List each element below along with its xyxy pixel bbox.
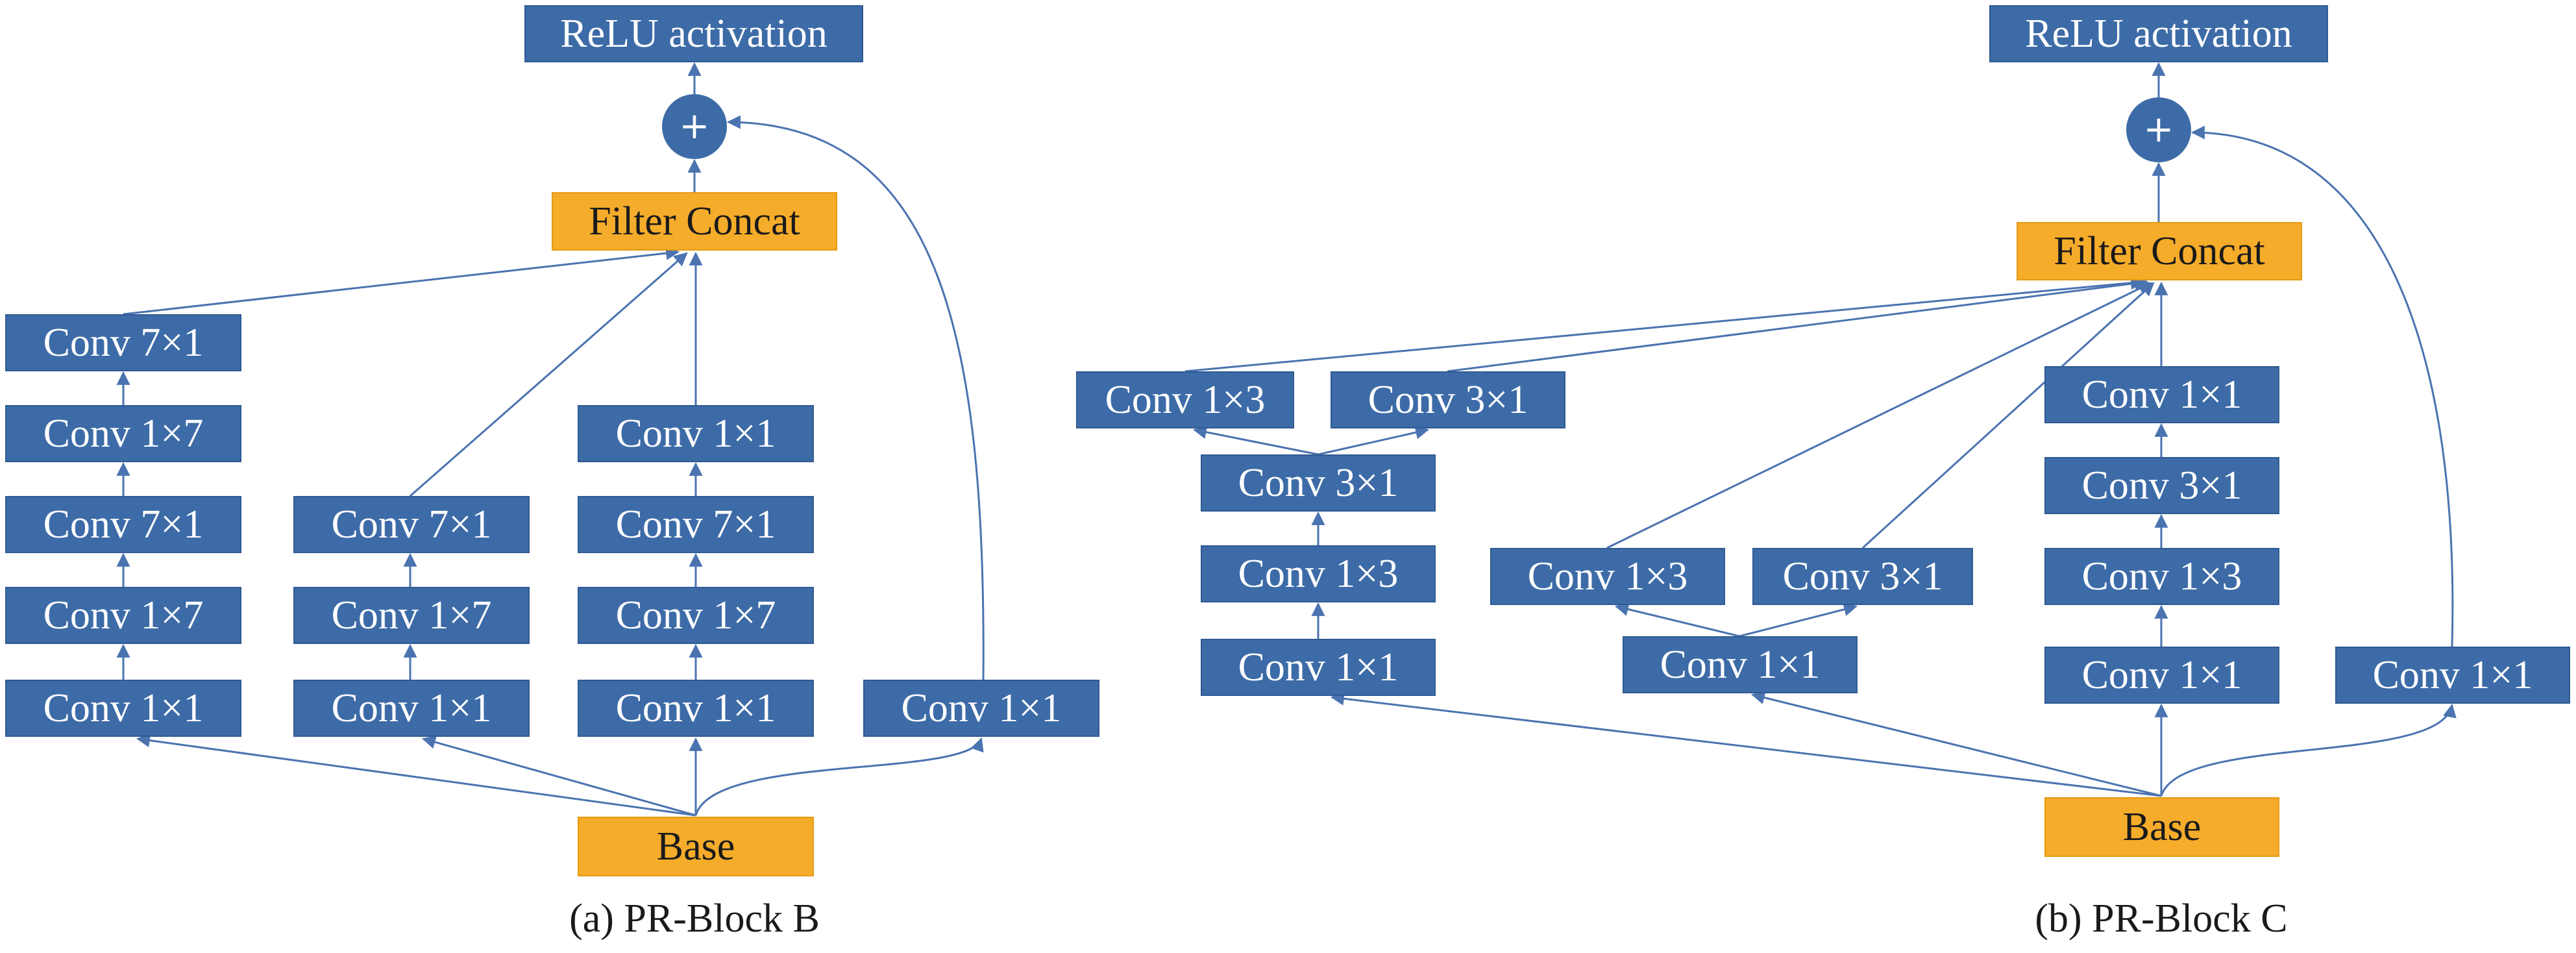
c-branch1-split-right-arrow — [1318, 425, 1430, 456]
b-branch2-conv-7x1: Conv 7×1 — [293, 496, 530, 553]
c-branch2-conv-1x3-split: Conv 1×3 — [1490, 548, 1725, 605]
c-base: Base — [2044, 797, 2279, 857]
c-branch2-split-right-arrow — [1739, 602, 1858, 637]
b-branch1-to-concat-arrow — [123, 246, 680, 316]
c-caption: (b) PR-Block C — [2035, 897, 2288, 941]
c-branch2-conv-3x1-split: Conv 3×1 — [1752, 548, 1973, 605]
b-branch2-conv-1x1: Conv 1×1 — [293, 680, 530, 737]
c-branch1a-to-concat-arrow — [1184, 276, 2145, 373]
b-branch1-conv-1x1: Conv 1×1 — [5, 680, 241, 737]
c-relu-activation: ReLU activation — [1989, 5, 2328, 62]
c-shortcut-to-add-arrow — [2190, 125, 2454, 647]
c-branch3-conv-3x1: Conv 3×1 — [2044, 457, 2279, 514]
c-branch3-conv-1x1-bottom: Conv 1×1 — [2044, 647, 2279, 704]
b-branch3-conv-1x1-bottom: Conv 1×1 — [578, 680, 814, 737]
b-base-to-branch1-arrow — [136, 734, 696, 817]
c-branch1-conv-1x1: Conv 1×1 — [1201, 639, 1436, 696]
b-branch1-conv-7x1-lower: Conv 7×1 — [5, 496, 241, 553]
b-base: Base — [578, 817, 814, 876]
b-base-to-shortcut-arrow — [694, 737, 984, 816]
b-branch3-conv-1x1-top: Conv 1×1 — [578, 405, 814, 462]
b-branch3-conv-7x1: Conv 7×1 — [578, 496, 814, 553]
c-base-to-branch1-arrow — [1330, 691, 2162, 797]
c-shortcut-conv-1x1: Conv 1×1 — [2335, 647, 2570, 704]
c-branch3-conv-1x1-top: Conv 1×1 — [2044, 366, 2279, 423]
c-branch1-conv-3x1: Conv 3×1 — [1201, 454, 1436, 512]
b-branch1-conv-7x1-top: Conv 7×1 — [5, 314, 241, 371]
c-base-to-branch2-arrow — [1750, 691, 2162, 797]
b-add-icon: + — [662, 94, 727, 159]
b-branch2-to-concat-arrow — [410, 252, 688, 497]
b-filter-concat: Filter Concat — [552, 192, 837, 251]
c-branch2-split-left-arrow — [1614, 602, 1740, 637]
c-add-icon: + — [2126, 97, 2191, 162]
b-shortcut-to-add-arrow — [726, 115, 985, 680]
c-branch2-conv-1x1: Conv 1×1 — [1623, 636, 1858, 693]
c-branch1b-to-concat-arrow — [1447, 276, 2149, 373]
c-branch2b-to-concat-arrow — [1861, 282, 2155, 549]
c-base-to-shortcut-arrow — [2160, 703, 2457, 797]
c-branch1-conv-1x3-split: Conv 1×3 — [1076, 371, 1294, 428]
c-branch3-conv-1x3: Conv 1×3 — [2044, 548, 2279, 605]
b-relu-activation: ReLU activation — [524, 5, 863, 62]
b-branch1-conv-1x7-upper: Conv 1×7 — [5, 405, 241, 462]
c-branch1-conv-3x1-split: Conv 3×1 — [1331, 371, 1565, 428]
c-branch1-conv-1x3: Conv 1×3 — [1201, 545, 1436, 602]
b-caption: (a) PR-Block B — [569, 897, 820, 941]
b-shortcut-conv-1x1: Conv 1×1 — [863, 680, 1099, 737]
b-branch2-conv-1x7: Conv 1×7 — [293, 587, 530, 644]
c-branch1-split-left-arrow — [1192, 425, 1319, 456]
b-branch3-conv-1x7: Conv 1×7 — [578, 587, 814, 644]
b-branch1-conv-1x7-lower: Conv 1×7 — [5, 587, 241, 644]
b-base-to-branch2-arrow — [421, 736, 696, 817]
c-branch2a-to-concat-arrow — [1606, 282, 2152, 549]
c-filter-concat: Filter Concat — [2017, 222, 2302, 280]
